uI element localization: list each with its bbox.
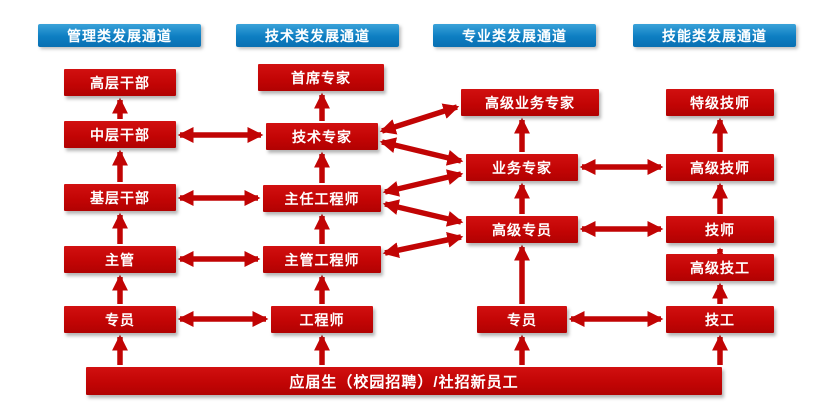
node-prof-specialist: 专员 bbox=[477, 306, 567, 333]
header-technical-track: 技术类发展通道 bbox=[236, 24, 399, 47]
node-master-technician: 特级技师 bbox=[666, 89, 774, 116]
node-senior-skilled-worker: 高级技工 bbox=[666, 254, 774, 281]
node-business-expert: 业务专家 bbox=[466, 154, 578, 181]
node-technician: 技师 bbox=[666, 216, 774, 243]
node-supervisor: 主管 bbox=[64, 246, 176, 273]
node-principal-engineer: 主任工程师 bbox=[263, 185, 381, 212]
header-skill-track: 技能类发展通道 bbox=[633, 24, 796, 47]
node-senior-business-expert: 高级业务专家 bbox=[461, 89, 599, 116]
node-senior-technician: 高级技师 bbox=[666, 154, 774, 181]
node-senior-specialist: 高级专员 bbox=[466, 216, 578, 243]
arrow-diag-principal-eng-business-expert bbox=[382, 169, 464, 197]
node-middle-managers: 中层干部 bbox=[64, 121, 176, 148]
arrow-diag-tech-expert-senior-business-expert bbox=[379, 103, 460, 135]
node-firstline-managers: 基层干部 bbox=[64, 184, 176, 211]
header-management-track: 管理类发展通道 bbox=[38, 24, 201, 47]
node-supervising-engineer: 主管工程师 bbox=[263, 246, 381, 273]
header-professional-track: 专业类发展通道 bbox=[433, 24, 596, 47]
node-senior-executives: 高层干部 bbox=[64, 69, 176, 96]
arrow-diag-tech-expert-business-expert bbox=[379, 137, 464, 166]
arrow-diag-principal-eng-senior-specialist bbox=[382, 199, 464, 227]
arrow-diag-supervising-eng-senior-specialist bbox=[382, 231, 464, 259]
node-engineer: 工程师 bbox=[271, 306, 373, 333]
node-mgmt-specialist: 专员 bbox=[64, 306, 176, 333]
node-chief-expert: 首席专家 bbox=[258, 64, 384, 91]
entry-base-bar: 应届生（校园招聘）/社招新员工 bbox=[86, 367, 722, 395]
node-skilled-worker: 技工 bbox=[666, 306, 774, 333]
node-technical-expert: 技术专家 bbox=[266, 123, 378, 150]
